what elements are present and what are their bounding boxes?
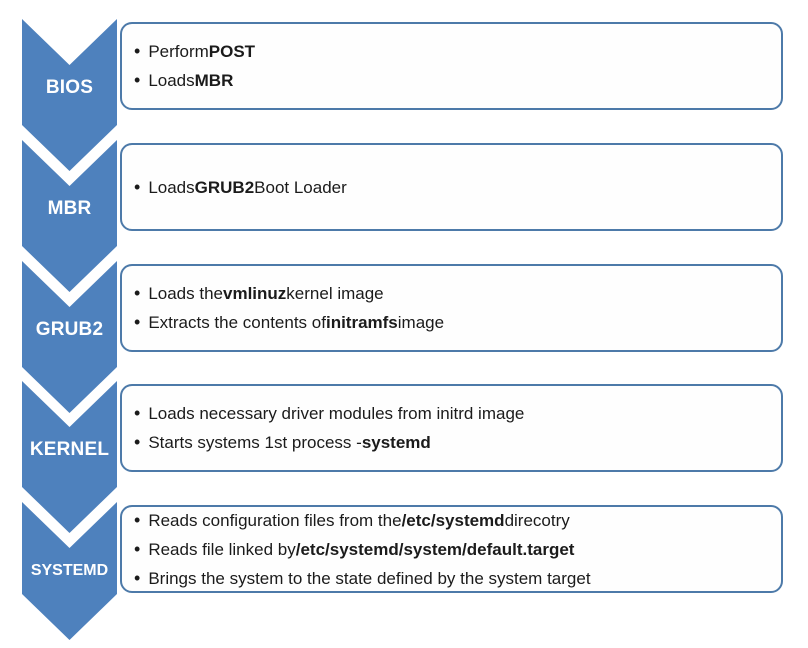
chevron-grub2 [22, 261, 117, 413]
bullet-text-segment: Reads configuration files from the [148, 510, 402, 530]
step-box-grub2: • Loads the vmlinuz kernel image • Extracts… [120, 264, 783, 352]
chevron-label-grub2: GRUB2 [35, 319, 104, 340]
bullet-text-segment: kernel image [286, 284, 384, 303]
bullet-item: • Starts systems 1st process - systemd [134, 428, 773, 457]
chevron-label-systemd: SYSTEMD [30, 562, 109, 579]
bullet-text-segment: MBR [194, 71, 234, 90]
bullet-text-segment: POST [208, 42, 256, 61]
bullet-item: • Brings the system to the state defined … [134, 564, 773, 593]
bullet-text-segment: initramfs [325, 313, 398, 332]
bullet-text-segment: image [397, 313, 445, 332]
bullet-text-segment: Perform [148, 42, 209, 61]
step-box-kernel: • Loads necessary driver modules from ini… [120, 384, 783, 472]
bullet-text-segment: /etc/systemd/system/default.target [295, 539, 575, 559]
bullet-icon: • [134, 70, 141, 90]
bullet-item: • Loads the vmlinuz kernel image [134, 279, 773, 308]
bullet-item: • Reads file linked by /etc/systemd/syste… [134, 535, 773, 564]
chevron-bios [22, 19, 117, 171]
bullet-icon: • [134, 176, 141, 197]
step-box-systemd: • Reads configuration files from the /etc… [120, 505, 783, 593]
bullet-text-segment: Brings the system to the state defined b… [148, 568, 591, 588]
bullet-text-segment: Starts systems 1st process - [148, 433, 362, 452]
bullet-item: • Extracts the contents of initramfs imag… [134, 308, 773, 337]
bullet-text-segment: Extracts the contents of [148, 313, 326, 332]
bullet-text-segment: Loads [148, 71, 195, 90]
step-box-bios: • Perform POST • Loads MBR [120, 22, 783, 110]
bullet-icon: • [134, 432, 141, 452]
bullet-text-segment: Loads [148, 177, 195, 197]
bullet-item: • Loads GRUB2 Boot Loader [134, 173, 773, 202]
bullet-text-segment: Loads the [148, 284, 223, 303]
bullet-icon: • [134, 283, 141, 303]
bullet-item: • Reads configuration files from the /etc… [134, 506, 773, 535]
chevron-label-bios: BIOS [45, 77, 94, 98]
bullet-text-segment: direcotry [504, 510, 570, 530]
bullet-text-segment: Reads file linked by [148, 539, 296, 559]
chevron-label-mbr: MBR [47, 198, 92, 219]
bullet-icon: • [134, 567, 141, 588]
bullet-icon: • [134, 41, 141, 61]
chevron-systemd [22, 502, 117, 640]
bullet-text-segment: Loads necessary driver modules from init… [148, 404, 525, 423]
bullet-text-segment: GRUB2 [194, 177, 255, 197]
bullet-text-segment: systemd [361, 433, 431, 452]
bullet-item: • Loads necessary driver modules from ini… [134, 399, 773, 428]
bullet-icon: • [134, 509, 141, 530]
bullet-icon: • [134, 312, 141, 332]
step-box-mbr: • Loads GRUB2 Boot Loader [120, 143, 783, 231]
bullet-item: • Perform POST [134, 37, 773, 66]
bullet-text-segment: vmlinuz [223, 284, 287, 303]
chevron-mbr [22, 140, 117, 292]
chevron-label-kernel: KERNEL [29, 439, 110, 460]
bullet-icon: • [134, 403, 141, 423]
bullet-text-segment: Boot Loader [254, 177, 347, 197]
bullet-item: • Loads MBR [134, 66, 773, 95]
bullet-text-segment: /etc/systemd [401, 510, 505, 530]
bullet-icon: • [134, 538, 141, 559]
chevron-kernel [22, 381, 117, 533]
